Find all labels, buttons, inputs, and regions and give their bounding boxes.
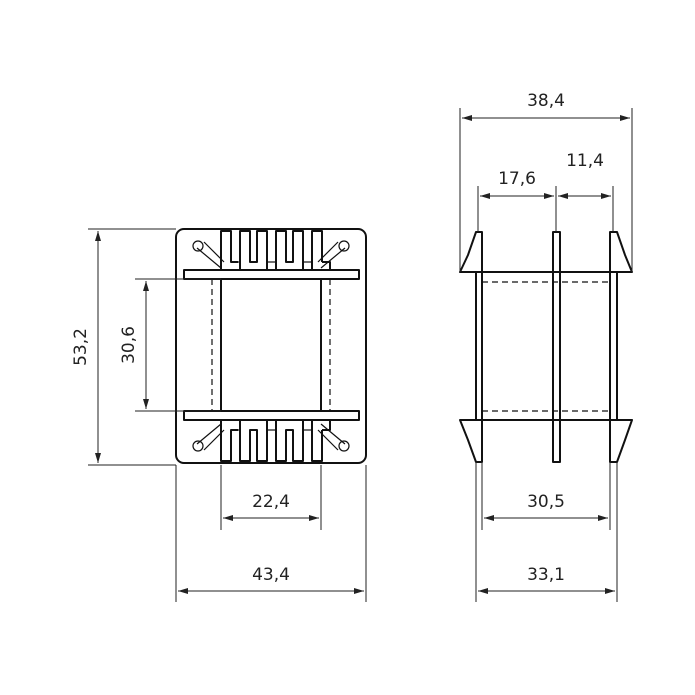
dim-front-width: 43,4 <box>252 565 290 585</box>
dim-side-b: 11,4 <box>566 151 604 171</box>
side-middle-flange <box>552 231 561 463</box>
front-bottom-pins <box>192 420 350 462</box>
front-window <box>220 278 322 412</box>
side-left-flange <box>459 231 483 463</box>
dim-side-a: 17,6 <box>498 169 536 189</box>
dim-side-flange: 33,1 <box>527 565 565 585</box>
side-view: 38,4 17,6 11,4 30,5 33,1 <box>459 91 633 602</box>
front-bottom-bar <box>183 410 360 421</box>
front-view: 53,2 30,6 22,4 43,4 <box>71 228 367 602</box>
dim-front-window-height: 30,6 <box>119 326 139 364</box>
front-flange-outline <box>175 228 367 464</box>
dim-side-inner: 30,5 <box>527 492 565 512</box>
dim-side-total: 38,4 <box>527 91 565 111</box>
dim-front-window-width: 22,4 <box>252 492 290 512</box>
front-top-pins <box>192 230 350 270</box>
front-top-bar <box>183 269 360 280</box>
side-right-flange <box>609 231 633 463</box>
dim-front-height: 53,2 <box>71 328 91 366</box>
